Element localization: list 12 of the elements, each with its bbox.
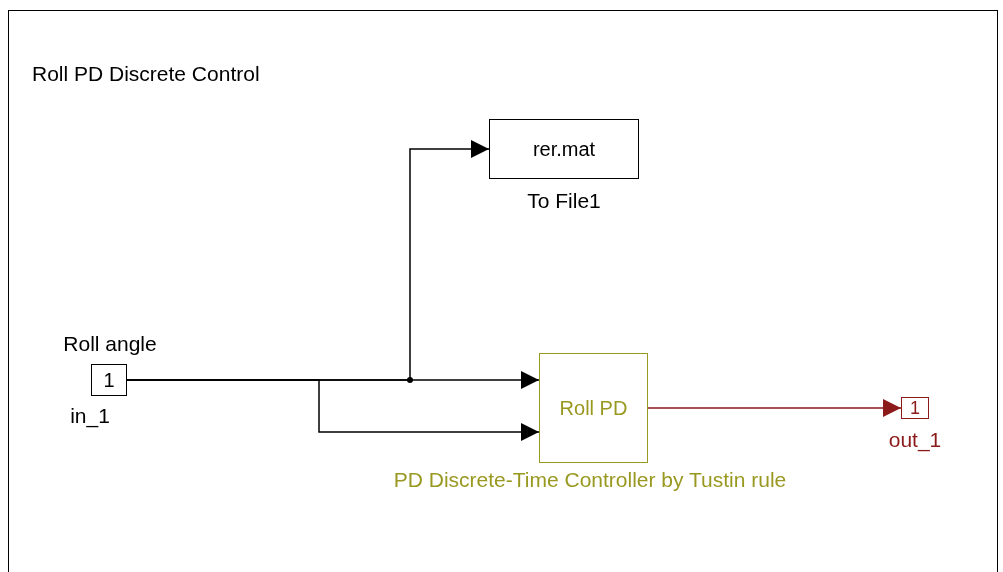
- inport-block: 1: [91, 364, 127, 396]
- block-caption: in_1: [69, 403, 111, 430]
- to-file-block: rer.mat: [489, 119, 639, 179]
- block-caption: To File1: [526, 188, 602, 214]
- block-caption: PD Discrete-Time Controller by Tustin rule: [392, 467, 788, 493]
- block-caption: Roll angle: [62, 331, 158, 357]
- controller-block: Roll PD: [539, 353, 648, 463]
- outport-block: 1: [901, 397, 929, 419]
- signal-arrow: [126, 379, 540, 441]
- signal-arrow: [647, 399, 902, 417]
- block-caption: out_1: [887, 427, 943, 454]
- diagram-title: Roll PD Discrete Control: [32, 61, 260, 87]
